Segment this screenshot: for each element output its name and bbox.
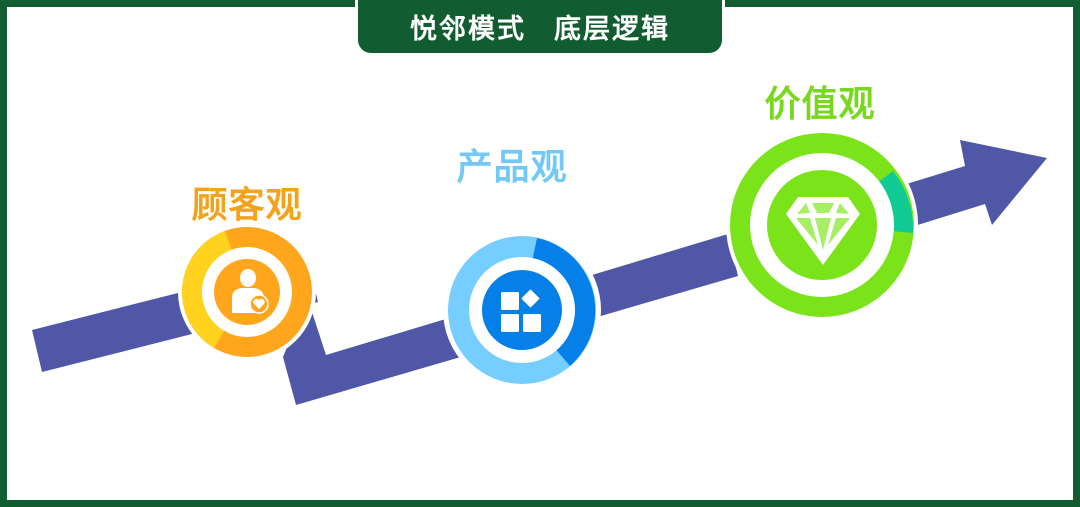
title-part-1: 悦邻模式: [410, 14, 526, 45]
step-label-value: 价值观: [764, 84, 876, 125]
diamond-icon: [786, 197, 860, 265]
customer-heart-icon: [232, 269, 269, 314]
step-label-customer: 顾客观: [191, 185, 303, 226]
customer-circle: [178, 223, 316, 361]
value-circle: [726, 129, 918, 321]
title-banner: 悦邻模式 底层逻辑: [355, 0, 725, 56]
product-circle: [443, 231, 601, 389]
step-label-product: 产品观: [456, 147, 568, 188]
arrow-head: [900, 140, 1047, 228]
title-part-2: 底层逻辑: [554, 14, 670, 45]
product-blocks-icon: [501, 289, 541, 332]
